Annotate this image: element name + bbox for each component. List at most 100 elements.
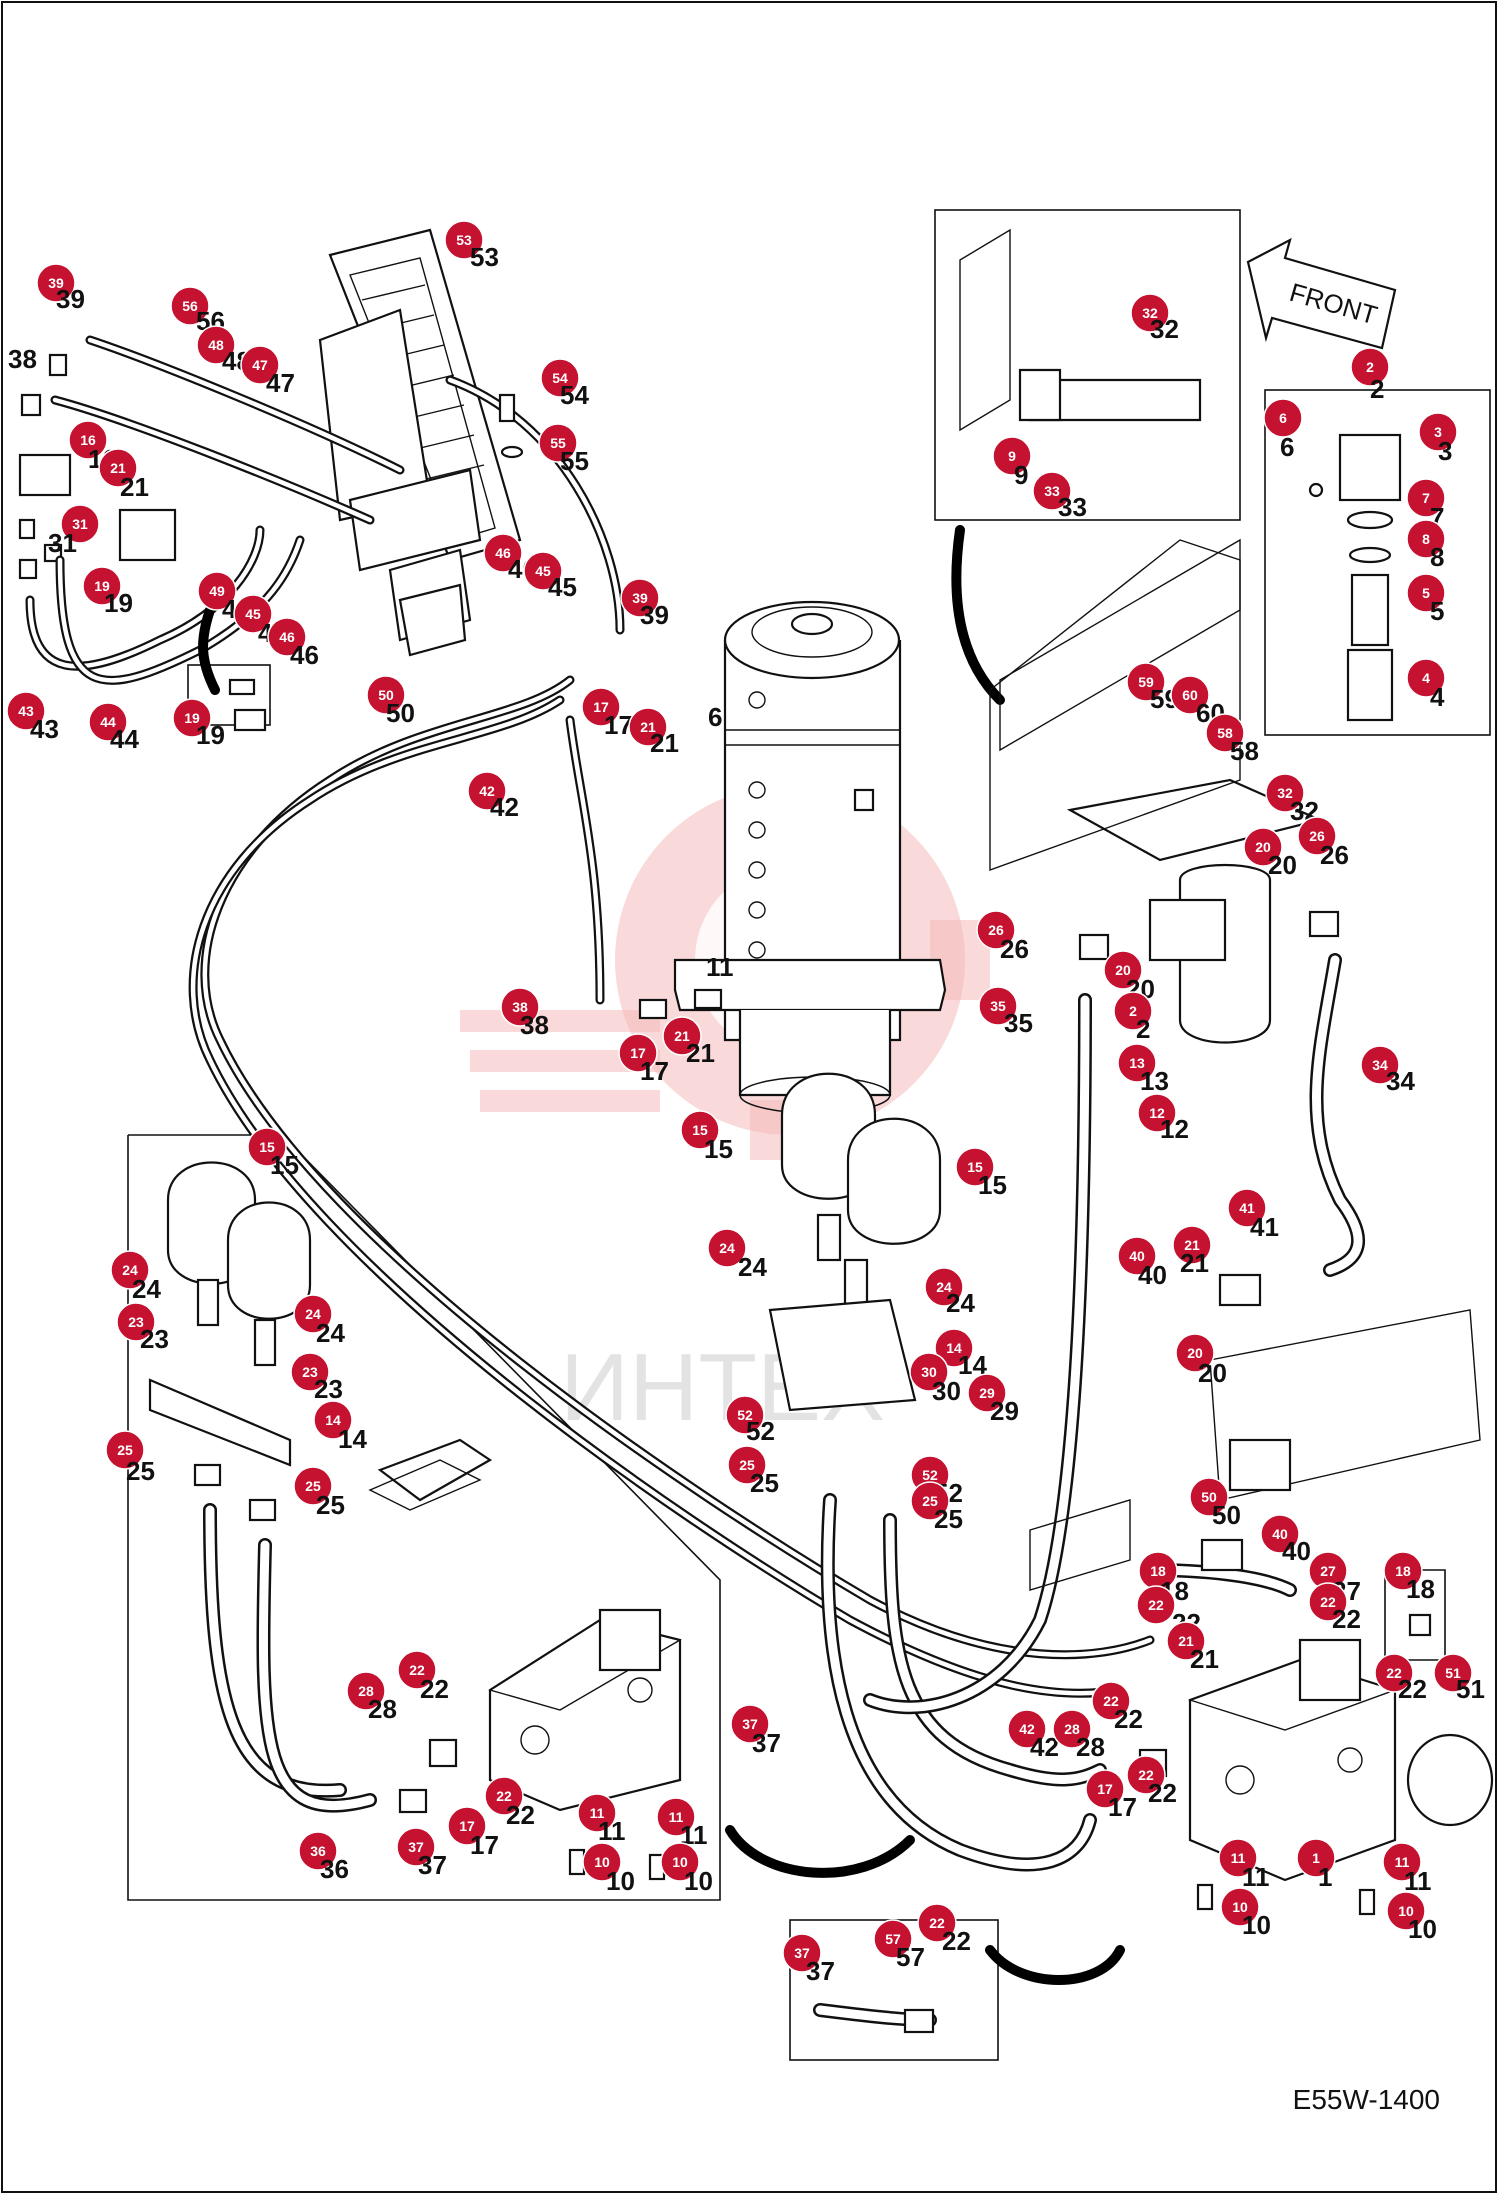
callout-bubble-2: 2 <box>1113 991 1153 1031</box>
callout-circle <box>967 1373 1007 1413</box>
part-number-label: 23 <box>314 1374 343 1404</box>
inset-bracket-view <box>934 209 1241 521</box>
callout-circle <box>1383 1551 1423 1591</box>
callout-circle <box>1136 1585 1176 1625</box>
callout-bubble-label: 35 <box>990 998 1006 1014</box>
callout-circle <box>1297 816 1337 856</box>
callout-bubble-label: 22 <box>1386 1665 1402 1681</box>
callout-circle <box>1296 1838 1336 1878</box>
part-number-label: 17 <box>604 710 633 740</box>
part-number-label: 35 <box>1004 1008 1033 1038</box>
left-accumulators <box>148 1161 377 1813</box>
callout-circle <box>1406 573 1446 613</box>
callout-bubble-56: 56 <box>170 286 210 326</box>
callout-bubble-42: 42 <box>1007 1709 1047 1749</box>
part-number-label: 33 <box>1058 492 1087 522</box>
callout-bubble-2: 2 <box>1350 347 1390 387</box>
callout-circle <box>1360 1045 1400 1085</box>
inset-filter-exploded <box>1264 389 1491 736</box>
part-number-label: 54 <box>560 380 589 410</box>
callout-bubble-label: 45 <box>535 563 551 579</box>
callout-circle <box>618 1033 658 1073</box>
callout-bubble-30: 30 <box>909 1352 949 1392</box>
callout-circle <box>656 1797 696 1837</box>
callout-circle <box>1418 412 1458 452</box>
callout-circle <box>197 571 237 611</box>
callout-bubble-45: 45 <box>523 551 563 591</box>
part-number-label: 10 <box>1408 1914 1437 1944</box>
part-number-label: 42 <box>490 792 519 822</box>
callout-bubble-label: 58 <box>1217 725 1233 741</box>
callout-circle <box>582 1842 622 1882</box>
part-number-label: 19 <box>196 720 225 750</box>
callout-bubble-label: 21 <box>110 460 126 476</box>
callout-bubble-label: 46 <box>279 629 295 645</box>
callout-bubble-32: 32 <box>1130 293 1170 333</box>
callout-bubble-26: 26 <box>976 910 1016 950</box>
machine-outline <box>368 228 1481 1591</box>
callout-bubble-label: 42 <box>1019 1721 1035 1737</box>
callout-bubble-46: 46 <box>267 617 307 657</box>
callout-bubble-label: 14 <box>946 1340 962 1356</box>
callout-bubble-35: 35 <box>978 986 1018 1026</box>
line-filter <box>999 538 1340 1044</box>
callout-bubble-24: 24 <box>293 1294 333 1334</box>
callout-circle <box>82 566 122 606</box>
callout-bubble-label: 25 <box>922 1493 938 1509</box>
part-number-label: 43 <box>30 714 59 744</box>
callout-bubble-20: 20 <box>1243 827 1283 867</box>
callout-bubble-22: 22 <box>1091 1681 1131 1721</box>
callout-circle <box>1350 347 1390 387</box>
callout-bubble-25: 25 <box>910 1481 950 1521</box>
callout-bubble-41: 41 <box>1227 1188 1267 1228</box>
callout-circle <box>1205 713 1245 753</box>
callout-bubble-39: 39 <box>620 578 660 618</box>
part-number-label: 20 <box>1268 850 1297 880</box>
callout-circle <box>116 1302 156 1342</box>
part-number-label: 12 <box>1160 1114 1189 1144</box>
callout-circle <box>105 1430 145 1470</box>
callout-circle <box>172 698 212 738</box>
callout-bubble-label: 44 <box>100 714 116 730</box>
filter-exploded-parts <box>1308 433 1402 722</box>
callout-bubble-label: 45 <box>245 606 261 622</box>
part-number-label: 2 <box>1136 1014 1150 1044</box>
callout-bubble-50: 50 <box>366 675 406 715</box>
callout-bubble-label: 52 <box>737 1407 753 1423</box>
callout-bubble-label: 22 <box>1103 1693 1119 1709</box>
callout-bubble-label: 52 <box>922 1467 938 1483</box>
callout-circle <box>725 1395 765 1435</box>
callout-bubble-22: 22 <box>917 1903 957 1943</box>
part-number-label: 22 <box>1398 1674 1427 1704</box>
callout-bubble-22: 22 <box>1126 1755 1166 1795</box>
part-number-label: 6 <box>1280 432 1294 462</box>
callout-bubble-52: 52 <box>725 1395 765 1435</box>
callout-bubble-label: 10 <box>1398 1903 1414 1919</box>
part-number-label: 15 <box>704 1134 733 1164</box>
part-number-label: 25 <box>934 1504 963 1534</box>
part-number-label: 30 <box>932 1376 961 1406</box>
part-number-label: 1 <box>1318 1862 1332 1892</box>
callout-bubble-label: 55 <box>550 435 566 451</box>
callout-bubble-label: 17 <box>459 1818 475 1834</box>
callout-bubble-14: 14 <box>934 1328 974 1368</box>
part-number-label: 57 <box>896 1942 925 1972</box>
part-number-label: 10 <box>1242 1910 1271 1940</box>
callout-bubble-label: 21 <box>1178 1633 1194 1649</box>
frame-outline-left <box>198 605 220 695</box>
callout-circle <box>293 1294 333 1334</box>
frame-outline-center <box>725 1825 915 1878</box>
callout-bubble-label: 22 <box>409 1662 425 1678</box>
part-number-label: 8 <box>1430 542 1444 572</box>
callout-bubble-15: 15 <box>247 1127 287 1167</box>
callout-bubble-37: 37 <box>396 1827 436 1867</box>
callout-bubble-label: 10 <box>594 1854 610 1870</box>
callout-circle <box>540 358 580 398</box>
callout-bubble-label: 21 <box>1184 1237 1200 1253</box>
callout-circle <box>1172 1225 1212 1265</box>
part-number-label: 4 <box>1430 682 1445 712</box>
callout-circle <box>581 687 621 727</box>
callout-bubble-48: 48 <box>196 325 236 365</box>
